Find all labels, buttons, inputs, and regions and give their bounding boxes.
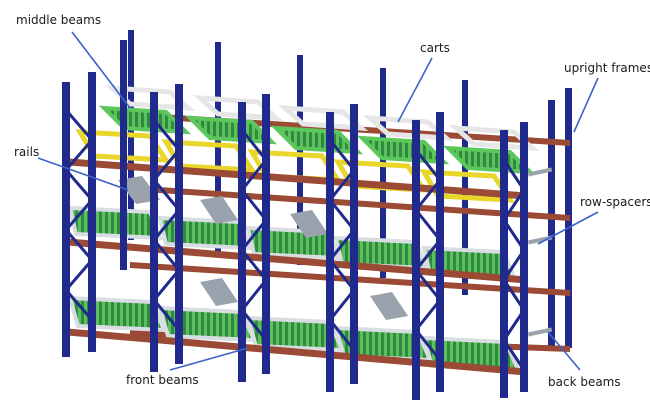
leader-lines	[37, 31, 599, 371]
front-upright-frames	[62, 40, 528, 400]
label-back-beams: back beams	[548, 375, 621, 389]
row-spacers-group	[527, 167, 553, 337]
label-middle-beams: middle beams	[16, 13, 101, 27]
label-front-beams: front beams	[126, 373, 199, 387]
bottom-level-carts	[67, 295, 522, 373]
label-rails: rails	[14, 145, 39, 159]
label-carts: carts	[420, 41, 450, 55]
rails-group	[118, 176, 408, 320]
label-upright-frames: upright frames	[564, 61, 650, 75]
label-row-spacers: row-spacers	[580, 195, 650, 209]
